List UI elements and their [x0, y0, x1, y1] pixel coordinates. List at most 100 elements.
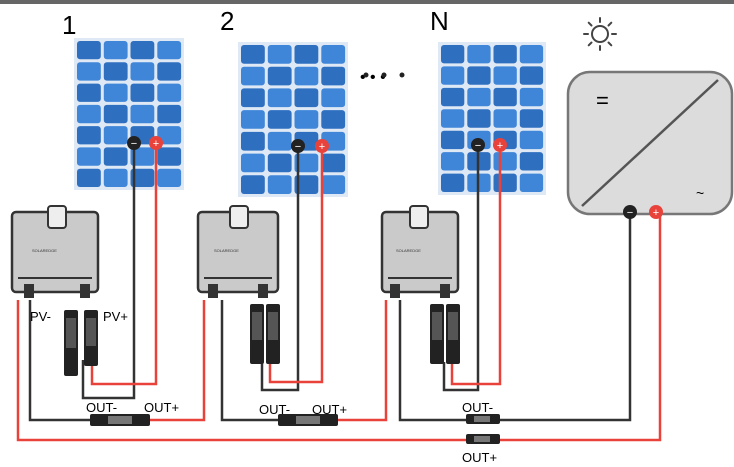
pv-plus-label: PV+	[103, 309, 128, 324]
solar-panel-n	[438, 42, 546, 195]
panel-label-2: 2	[220, 6, 234, 36]
solar-cell	[493, 173, 517, 192]
pv-connectors-1	[64, 310, 98, 376]
solar-cell	[267, 153, 292, 173]
solar-cell	[321, 88, 346, 108]
solar-cell	[130, 62, 155, 81]
solar-cell	[519, 66, 544, 85]
optimizer-2: SOLAREDGE	[196, 205, 280, 298]
solar-cell	[441, 173, 465, 192]
panel-label-1: 1	[62, 10, 76, 40]
solar-cell	[241, 45, 265, 64]
solar-cell	[77, 147, 101, 166]
solar-cell	[441, 66, 465, 85]
inverter-plus: +	[653, 207, 659, 219]
solar-panel-1	[74, 38, 184, 190]
optimizer-3: SOLAREDGE	[380, 205, 460, 298]
solar-cell	[103, 83, 128, 102]
wire-panel1-pos	[90, 145, 158, 386]
solar-cell	[241, 66, 265, 86]
out-connector-3	[466, 414, 500, 444]
solar-cell	[157, 41, 182, 60]
optimizer-1-brand: SOLAREDGE	[32, 248, 57, 253]
panel-2-minus: −	[295, 141, 301, 153]
solar-cell	[493, 109, 517, 128]
panel-n-terminals: − +	[471, 138, 507, 152]
inverter-terminals: − +	[623, 205, 663, 219]
solar-cell	[467, 87, 491, 107]
solar-cell	[157, 126, 182, 145]
solar-cell	[77, 41, 101, 60]
inverter: = ~	[566, 70, 734, 216]
out-minus-label-1: OUT-	[86, 400, 117, 415]
solar-cell	[321, 153, 346, 173]
pv-connectors-3	[430, 304, 460, 364]
solar-cell	[294, 88, 319, 108]
wire-panel2-pos	[268, 147, 324, 384]
panel-2-plus: +	[319, 141, 325, 153]
solar-cell	[130, 41, 155, 60]
wire-opt2-out-neg	[220, 300, 278, 422]
solar-cell	[519, 87, 544, 107]
solar-cell	[103, 168, 128, 187]
solar-cell	[467, 45, 491, 64]
solar-cell	[267, 110, 292, 129]
solar-cell	[441, 130, 465, 150]
wire-opt2-opt3	[338, 300, 388, 422]
solar-cell	[321, 110, 346, 129]
solar-cell	[294, 45, 319, 64]
solar-cell	[77, 104, 101, 124]
solar-cell	[267, 175, 292, 194]
solar-panel-2	[238, 42, 348, 197]
solar-cell	[519, 152, 544, 171]
solar-cell	[519, 173, 544, 192]
sun-icon	[583, 17, 617, 51]
solar-cell	[130, 104, 155, 124]
out-plus-label-3: OUT+	[462, 450, 497, 465]
solar-cell	[103, 147, 128, 166]
out-plus-label-2: OUT+	[312, 402, 347, 417]
solar-cell	[294, 175, 319, 194]
inverter-ac-symbol: ~	[696, 185, 704, 201]
panel-1-minus: −	[131, 138, 137, 150]
solar-cell	[157, 147, 182, 166]
solar-cell	[130, 147, 155, 166]
inverter-diagonal-icon	[581, 79, 719, 207]
solar-cell	[294, 110, 319, 129]
solar-cell	[493, 66, 517, 85]
solar-cell	[294, 153, 319, 173]
solar-cell	[467, 66, 491, 85]
solar-cell	[441, 45, 465, 64]
solar-cell	[441, 152, 465, 171]
ellipsis: • • •	[360, 69, 386, 86]
wire-opt1-out-neg	[28, 300, 90, 422]
out-minus-label-3: OUT-	[462, 400, 493, 415]
panel-n-minus: −	[475, 140, 481, 152]
panel-n-plus: +	[497, 140, 503, 152]
wire-panelN-neg	[442, 146, 480, 392]
solar-cell	[103, 104, 128, 124]
solar-cell	[493, 87, 517, 107]
wire-panelN-pos	[450, 146, 502, 386]
solar-cell	[493, 45, 517, 64]
solar-cell	[241, 131, 265, 151]
out-plus-label-1: OUT+	[144, 400, 179, 415]
solar-cell	[130, 168, 155, 187]
wire-string-return-pos	[16, 216, 662, 442]
solar-cell	[241, 175, 265, 194]
wire-panel1-neg	[81, 145, 136, 400]
optimizer-1: SOLAREDGE	[10, 205, 100, 298]
solar-cell	[103, 41, 128, 60]
top-strip	[0, 0, 734, 4]
solar-cell	[267, 131, 292, 151]
wire-panel2-neg	[260, 147, 300, 392]
pv-connectors-2	[250, 304, 280, 364]
wire-string-to-inverter-neg	[500, 218, 632, 422]
solar-cell	[467, 109, 491, 128]
out-connector-2	[278, 414, 338, 426]
solar-cell	[519, 130, 544, 150]
solar-cell	[103, 126, 128, 145]
solar-cell	[157, 104, 182, 124]
pv-minus-label: PV-	[30, 309, 51, 324]
